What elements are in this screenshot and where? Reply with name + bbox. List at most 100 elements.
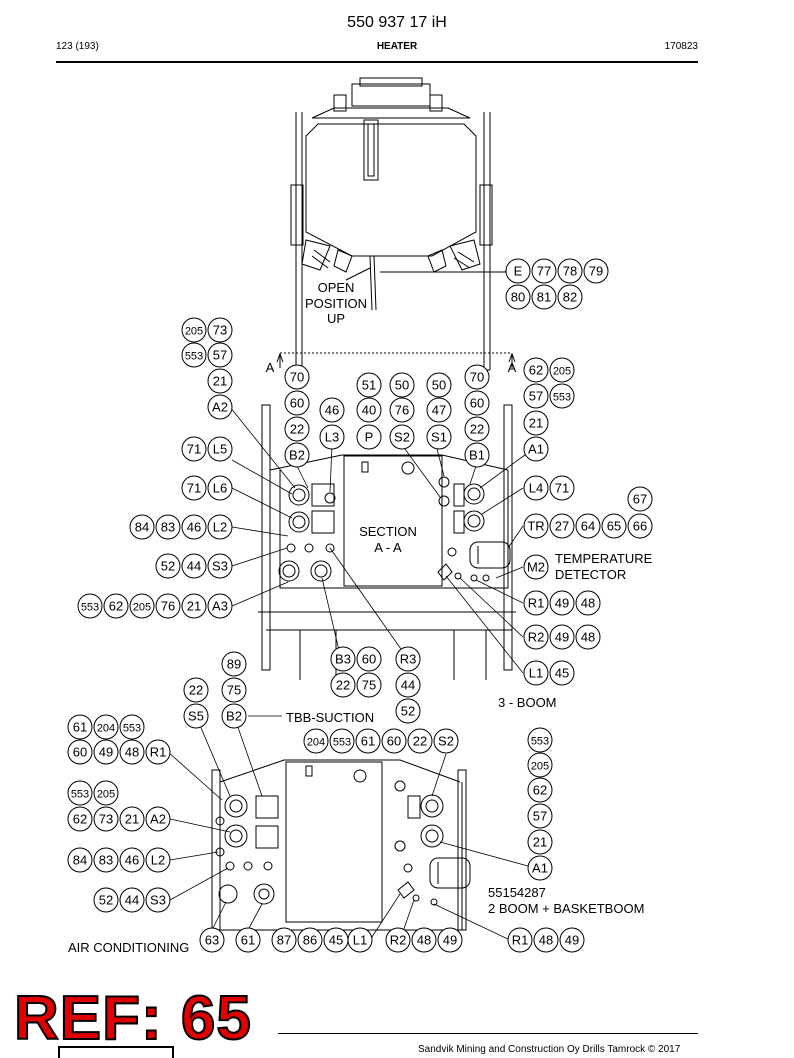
callout-mid-76: 76	[389, 397, 415, 423]
footer-copyright: Sandvik Mining and Construction Oy Drill…	[418, 1044, 681, 1055]
callout-bottom-204: 204	[93, 714, 119, 740]
svg-text:83: 83	[161, 520, 175, 535]
callout-mid-76: 76	[155, 593, 181, 619]
svg-text:44: 44	[401, 678, 415, 693]
callout-mid-553: 553	[549, 383, 575, 409]
svg-text:89: 89	[227, 657, 241, 672]
svg-text:L1: L1	[353, 933, 367, 948]
svg-text:52: 52	[99, 893, 113, 908]
svg-text:62: 62	[533, 783, 547, 798]
svg-text:45: 45	[555, 666, 569, 681]
callout-mid-s3: S3	[207, 553, 233, 579]
svg-text:E: E	[514, 264, 523, 279]
callout-mid-553: 553	[77, 593, 103, 619]
callout-bottom-204: 204	[303, 728, 329, 754]
svg-text:R3: R3	[400, 652, 417, 667]
callout-top-82: 82	[557, 284, 583, 310]
callout-mid-22: 22	[464, 416, 490, 442]
callout-mid-71: 71	[181, 475, 207, 501]
callout-bottom-21: 21	[119, 806, 145, 832]
callout-mid-l3: L3	[319, 424, 345, 450]
callout-bottom-49: 49	[437, 927, 463, 953]
callout-mid-21: 21	[181, 593, 207, 619]
callout-bottom-a2: A2	[145, 806, 171, 832]
svg-text:49: 49	[99, 745, 113, 760]
date-code: 170823	[664, 41, 698, 52]
brand-logo	[58, 1046, 174, 1058]
callout-mid-l6: L6	[207, 475, 233, 501]
svg-text:49: 49	[443, 933, 457, 948]
callout-bottom-21: 21	[527, 829, 553, 855]
svg-text:22: 22	[336, 678, 350, 693]
basketboom-label: 2 BOOM + BASKETBOOM	[488, 901, 644, 916]
svg-text:64: 64	[581, 519, 595, 534]
svg-text:70: 70	[470, 370, 484, 385]
callout-bottom-44: 44	[119, 887, 145, 913]
callout-mid-64: 64	[575, 513, 601, 539]
svg-text:204: 204	[97, 723, 115, 735]
svg-text:62: 62	[529, 363, 543, 378]
callout-mid-p: P	[356, 424, 382, 450]
callout-mid-a3: A3	[207, 593, 233, 619]
svg-text:60: 60	[73, 745, 87, 760]
svg-text:52: 52	[161, 559, 175, 574]
svg-text:48: 48	[581, 596, 595, 611]
svg-text:553: 553	[553, 392, 571, 404]
svg-text:61: 61	[361, 734, 375, 749]
svg-text:21: 21	[187, 599, 201, 614]
callout-mid-45: 45	[549, 660, 575, 686]
svg-text:49: 49	[555, 596, 569, 611]
callout-bottom-l1: L1	[347, 927, 373, 953]
callout-bottom-52: 52	[93, 887, 119, 913]
svg-text:S3: S3	[212, 559, 228, 574]
section-marker-right: A	[508, 360, 517, 375]
callout-bottom-205: 205	[93, 780, 119, 806]
callout-bottom-49: 49	[559, 927, 585, 953]
callout-mid-67: 67	[627, 486, 653, 512]
callout-bottom-553: 553	[329, 728, 355, 754]
callout-mid-71: 71	[181, 436, 207, 462]
callout-mid-a1: A1	[523, 436, 549, 462]
callout-bottom-57: 57	[527, 803, 553, 829]
svg-text:45: 45	[329, 933, 343, 948]
svg-text:57: 57	[213, 348, 227, 363]
callout-top-77: 77	[531, 258, 557, 284]
callout-mid-205: 205	[549, 357, 575, 383]
callout-mid-205: 205	[181, 317, 207, 343]
callout-bottom-86: 86	[297, 927, 323, 953]
svg-text:P: P	[365, 430, 374, 445]
svg-text:R1: R1	[528, 596, 545, 611]
temperature-detector-line1: TEMPERATURE	[555, 551, 653, 566]
svg-text:M2: M2	[527, 560, 545, 575]
callout-mid-62: 62	[103, 593, 129, 619]
svg-text:46: 46	[187, 520, 201, 535]
callout-mid-22: 22	[284, 416, 310, 442]
svg-text:27: 27	[555, 519, 569, 534]
callout-bottom-a1: A1	[527, 855, 553, 881]
svg-text:S5: S5	[188, 709, 204, 724]
svg-text:52: 52	[401, 704, 415, 719]
svg-text:48: 48	[539, 933, 553, 948]
section-label-line2: A - A	[374, 540, 402, 555]
callout-mid-l5: L5	[207, 436, 233, 462]
callout-mid-b3: B3	[330, 646, 356, 672]
svg-text:50: 50	[432, 378, 446, 393]
callout-mid-205: 205	[129, 593, 155, 619]
svg-text:71: 71	[187, 442, 201, 457]
callout-mid-46: 46	[319, 397, 345, 423]
svg-text:71: 71	[187, 481, 201, 496]
svg-text:21: 21	[125, 812, 139, 827]
svg-text:49: 49	[565, 933, 579, 948]
callout-mid-27: 27	[549, 513, 575, 539]
svg-text:L2: L2	[151, 853, 165, 868]
svg-text:L5: L5	[213, 442, 227, 457]
section-a-a-view	[258, 404, 516, 680]
callout-bottom-r1: R1	[145, 739, 171, 765]
svg-text:60: 60	[290, 396, 304, 411]
callout-bottom-205: 205	[527, 752, 553, 778]
svg-text:L4: L4	[529, 481, 543, 496]
callout-mid-70: 70	[464, 364, 490, 390]
callout-bottom-63: 63	[199, 927, 225, 953]
svg-text:71: 71	[555, 481, 569, 496]
